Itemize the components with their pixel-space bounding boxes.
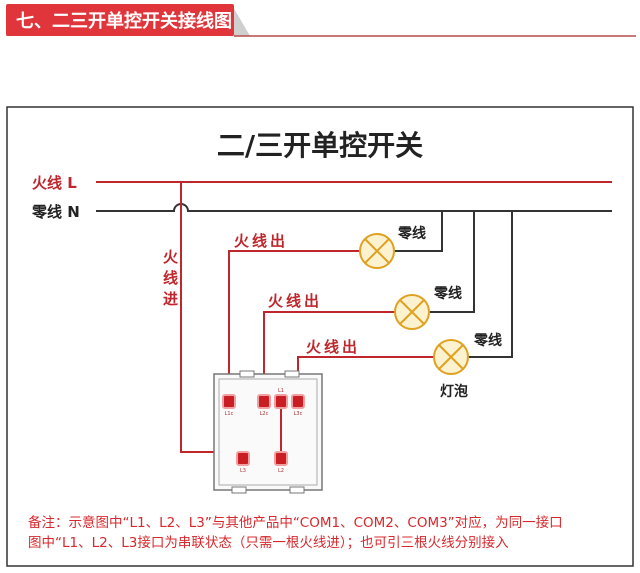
neutral-wire-3 — [468, 211, 513, 358]
bulb-icon — [359, 233, 395, 269]
bulb-icon — [394, 294, 430, 330]
neutral-label-3: 零线 — [473, 332, 502, 349]
terminal-label: L2 — [278, 468, 284, 474]
live-out-wire-1 — [228, 250, 360, 402]
diagram-frame — [6, 106, 634, 567]
live-in-char-3: 进 — [163, 290, 178, 308]
terminal-label: L3 — [240, 468, 246, 474]
terminal-l3 — [236, 451, 250, 466]
live-line-label: 火线 L — [32, 174, 77, 192]
neutral-line-label: 零线 N — [31, 203, 80, 221]
terminal-label: L3c — [294, 411, 303, 417]
live-out-wire-2 — [263, 311, 395, 402]
switch-body — [213, 370, 323, 494]
live-in-char-1: 火 — [163, 248, 179, 266]
live-out-label-3: 火线出 — [306, 338, 360, 356]
terminal-l1c — [222, 394, 236, 409]
bulb-icon — [433, 339, 469, 375]
terminal-label: L1 — [278, 388, 284, 394]
section-title: 七、二三开单控开关接线图 — [16, 10, 232, 32]
terminal-l1 — [274, 394, 288, 409]
live-in-char-2: 线 — [163, 269, 178, 287]
note-line-1: 备注：示意图中“L1、L2、L3”与其他产品中“COM1、COM2、COM3”对… — [28, 514, 563, 531]
diagram-title: 二/三开单控开关 — [217, 129, 423, 162]
neutral-label-2: 零线 — [433, 285, 462, 302]
terminal-label: L1c — [225, 411, 234, 417]
bulb-label: 灯泡 — [440, 383, 468, 400]
note-line-2: 图中“L1、L2、L3接口为串联状态（只需一根火线进）；也可引三根火线分别接入 — [28, 534, 509, 551]
terminal-label: L2c — [260, 411, 269, 417]
section-header: 七、二三开单控开关接线图 — [6, 4, 636, 37]
neutral-wire-1 — [394, 211, 443, 252]
live-out-label-2: 火线出 — [268, 292, 322, 310]
live-out-label-1: 火线出 — [234, 232, 288, 250]
neutral-wire-2 — [429, 211, 475, 313]
neutral-label-1: 零线 — [397, 225, 426, 242]
terminal-l3c — [291, 394, 305, 409]
terminal-l2c — [257, 394, 271, 409]
terminal-l2 — [274, 451, 288, 466]
